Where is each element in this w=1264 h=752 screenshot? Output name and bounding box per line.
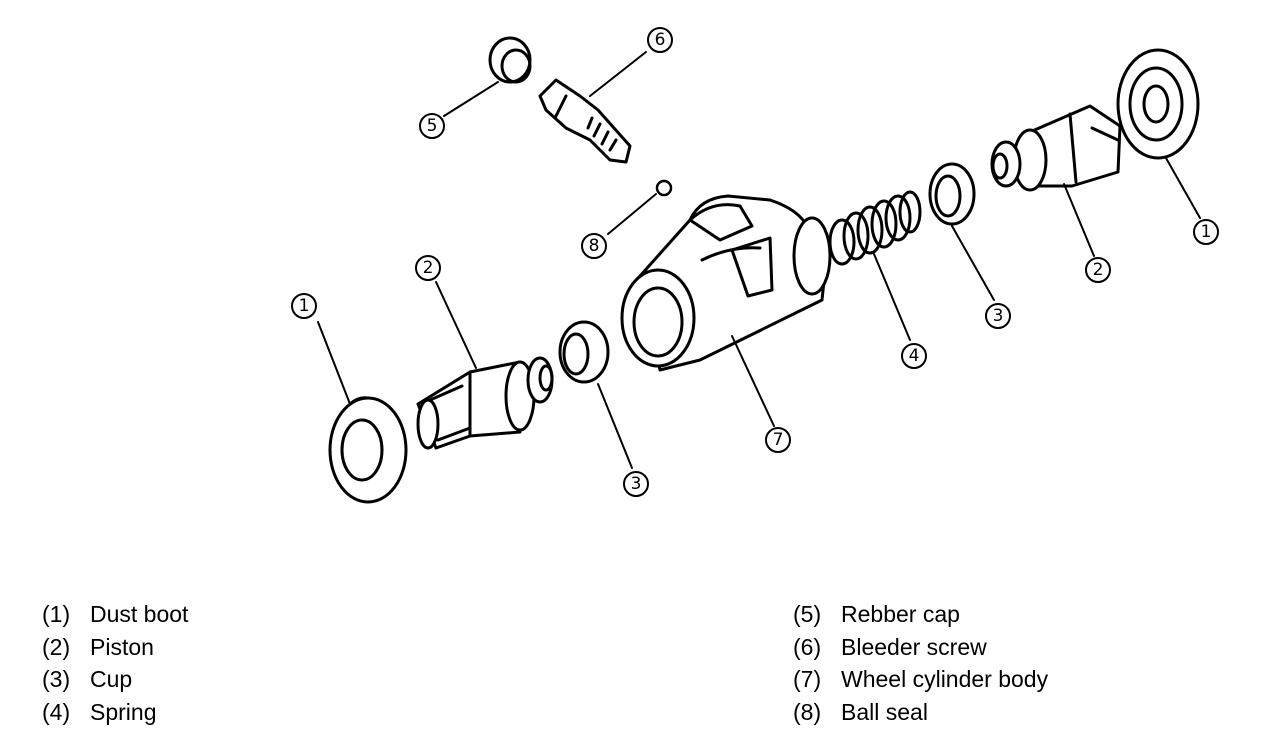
legend-code: (7): [793, 666, 822, 693]
callout-3-right: 3: [985, 303, 1011, 329]
legend-code: (4): [42, 698, 71, 725]
legend-code: (1): [42, 601, 71, 627]
exploded-parts-diagram: 1 2 3 7 4 3 2 1 5 6 8: [291, 27, 1219, 504]
legend-item: (8) Ball seal: [793, 696, 1048, 729]
legend-code: (8): [793, 698, 822, 725]
legend-label: Rebber cap: [841, 601, 960, 627]
wheel-cylinder-body: [620, 194, 832, 372]
legend-label: Bleeder screw: [841, 633, 987, 660]
piston-left: [416, 356, 554, 450]
callout-1-left: 1: [291, 293, 317, 319]
callout-2-right: 2: [1085, 257, 1111, 283]
svg-text:1: 1: [299, 296, 310, 316]
legend-item: (2) Piston: [42, 631, 188, 664]
legend-item: (5) Rebber cap: [793, 598, 1048, 631]
legend-label: Spring: [90, 698, 157, 725]
callout-8: 8: [581, 233, 607, 259]
dust-boot-right: [1116, 48, 1200, 160]
legend-label: Dust boot: [90, 601, 189, 627]
svg-text:5: 5: [427, 116, 438, 136]
legend-item: (6) Bleeder screw: [793, 631, 1048, 664]
spring: [828, 190, 922, 266]
legend-code: (2): [42, 633, 71, 660]
legend-label: Ball seal: [841, 698, 928, 725]
callout-4: 4: [901, 343, 927, 369]
svg-text:2: 2: [1093, 260, 1104, 280]
legend-code: (6): [793, 633, 822, 660]
legend-right-column: (5) Rebber cap (6) Bleeder screw (7) Wheel …: [793, 598, 1048, 728]
legend-left-column: (1) Dust boot (2) Piston (3) Cup (4) Spring: [42, 598, 188, 728]
legend-item: (3) Cup: [42, 663, 188, 696]
svg-text:1: 1: [1201, 222, 1212, 242]
legend-code: (5): [793, 601, 822, 627]
callout-2-left: 2: [415, 255, 441, 281]
legend-item: (1) Dust boot: [42, 598, 188, 631]
svg-text:2: 2: [423, 258, 434, 278]
legend-label: Wheel cylinder body: [841, 666, 1049, 693]
callout-7: 7: [765, 427, 791, 453]
svg-text:3: 3: [631, 474, 642, 494]
legend-item: (4) Spring: [42, 696, 188, 729]
legend-label: Cup: [90, 666, 133, 693]
legend-code: (3): [42, 666, 71, 693]
svg-text:6: 6: [655, 30, 666, 50]
callout-3-left: 3: [623, 471, 649, 497]
legend-label: Piston: [90, 633, 154, 660]
rubber-cap: [488, 36, 532, 84]
callout-1-right: 1: [1193, 219, 1219, 245]
svg-text:8: 8: [589, 236, 600, 256]
legend-item: (7) Wheel cylinder body: [793, 663, 1048, 696]
callout-6: 6: [647, 27, 673, 53]
svg-text:4: 4: [909, 346, 920, 366]
dust-boot-left: [328, 396, 408, 504]
bleeder-screw: [538, 78, 632, 164]
cup-left: [558, 320, 610, 384]
piston-right: [990, 104, 1122, 192]
callout-5: 5: [419, 113, 445, 139]
leader-lines: [317, 51, 1201, 469]
svg-text:3: 3: [993, 306, 1004, 326]
cup-right: [928, 162, 976, 226]
svg-text:7: 7: [773, 430, 784, 450]
ball-seal: [655, 179, 673, 197]
